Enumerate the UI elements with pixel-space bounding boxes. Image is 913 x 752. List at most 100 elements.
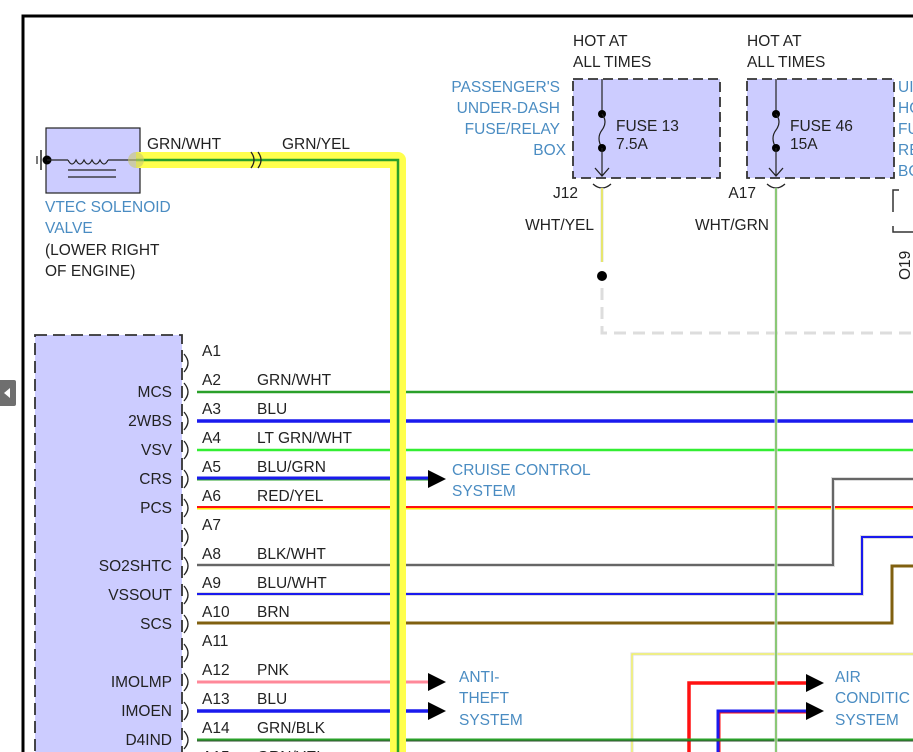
passenger-box-name-3: FUSE/RELAY (465, 121, 560, 138)
ecm-pin-row[interactable]: A1 (183, 343, 221, 373)
pin-number: A4 (202, 430, 221, 447)
underhood-box-name-3: FU (898, 121, 913, 138)
pin-wire-color: GRN/BLK (257, 720, 326, 737)
pin-cavity-icon (183, 411, 189, 431)
antitheft-line2: THEFT (459, 690, 509, 707)
arrow-antitheft-1-icon (428, 673, 446, 691)
fuse-icon (772, 113, 780, 149)
connector-o19-label: O19 (897, 251, 913, 280)
wire-a8-blk-wht[interactable] (197, 478, 913, 566)
underhood-box-name-2: HO (898, 100, 913, 117)
cruise-control-line2: SYSTEM (452, 483, 516, 500)
ecm-pin-row[interactable]: A10 BRN SCS (140, 604, 290, 634)
wire-a6-red-yel[interactable] (197, 506, 913, 510)
ecm-pin-row[interactable]: A11 (183, 633, 228, 663)
ac-line1: AIR (835, 669, 861, 686)
connector-o19[interactable] (892, 189, 913, 233)
pin-signal-name: CRS (139, 471, 172, 488)
pin-number: A12 (202, 662, 230, 679)
passenger-box-name-2: UNDER-DASH (457, 100, 560, 117)
pin-number: A1 (202, 343, 221, 360)
ecm-pin-row[interactable]: A7 (183, 517, 221, 547)
pin-wire-color: BRN (257, 604, 290, 621)
underhood-box-name-5: BO (898, 163, 913, 180)
pin-cavity-icon (183, 498, 189, 518)
pin-number: A7 (202, 517, 221, 534)
pin-number: A6 (202, 488, 221, 505)
ecm-pin-row[interactable]: A4 LT GRN/WHT VSV (141, 430, 353, 460)
ecm-pin-row[interactable]: A15GRN/YEL (184, 749, 325, 752)
pin-number: A5 (202, 459, 221, 476)
pin-cavity-icon (183, 585, 189, 605)
diagram-frame (21, 14, 913, 752)
pin-wire-color: BLU/GRN (257, 459, 326, 476)
collapse-panel-button[interactable] (0, 380, 16, 406)
pin-wire-color: RED/YEL (257, 488, 324, 505)
pin-number: A9 (202, 575, 221, 592)
pin-cavity-icon (183, 440, 189, 460)
pin-cavity-icon (183, 730, 189, 750)
wire-ac-blu-red[interactable] (716, 709, 808, 752)
wire-a14-grn-blk[interactable] (197, 738, 913, 742)
coil-icon (67, 158, 109, 165)
pin-wire-color: BLU (257, 401, 287, 418)
pin-signal-name: SCS (140, 616, 172, 633)
wire-label-wht-grn: WHT/GRN (695, 217, 769, 234)
arrow-cruise-icon (428, 470, 446, 488)
cruise-control-line1: CRUISE CONTROL (452, 462, 591, 479)
fuse13-label: FUSE 13 (616, 118, 679, 135)
fuse-46[interactable] (746, 78, 895, 179)
pin-number: A3 (202, 401, 221, 418)
fuse-icon (598, 113, 606, 149)
pin-number: A10 (202, 604, 230, 621)
terminal-j12: J12 (553, 185, 578, 202)
hot-at-line2-fuse46: ALL TIMES (747, 54, 825, 71)
wire-a9-blu-wht[interactable] (197, 536, 913, 595)
splice-point (597, 271, 607, 281)
fuse13-rating: 7.5A (616, 136, 649, 153)
pin-cavity-icon (183, 382, 189, 402)
ecm-pin-row[interactable]: A14 GRN/BLK D4IND (125, 720, 326, 750)
vtec-name-line2: VALVE (45, 220, 93, 237)
fuse46-rating: 15A (790, 136, 818, 153)
pin-wire-color: LT GRN/WHT (257, 430, 353, 447)
passenger-box-name-4: BOX (533, 142, 566, 159)
pin-wire-color: BLK/WHT (257, 546, 326, 563)
pin-signal-name: VSV (141, 442, 173, 459)
pin-wire-color: PNK (257, 662, 290, 679)
terminal-j12-icon (592, 183, 612, 189)
hot-at-line1-fuse13: HOT AT (573, 33, 628, 50)
pin-number: A2 (202, 372, 221, 389)
arrow-antitheft-2-icon (428, 702, 446, 720)
pin-cavity-icon (183, 672, 189, 692)
ecm-pin-row[interactable]: A5 BLU/GRN CRS (139, 459, 326, 489)
pin-cavity-icon (183, 469, 189, 489)
wire-label-grn-yel: GRN/YEL (282, 136, 350, 153)
fuse-13[interactable] (572, 78, 721, 179)
pin-number: A14 (202, 720, 230, 737)
wire-ac-red[interactable] (687, 681, 808, 752)
ecm-box[interactable] (34, 334, 183, 752)
wire-label-grn-wht-vtec: GRN/WHT (147, 136, 222, 153)
pin-number: A15 (202, 749, 230, 752)
pin-signal-name: MCS (138, 384, 172, 401)
pin-signal-name: D4IND (125, 732, 172, 749)
pin-cavity-icon (183, 527, 189, 547)
wire-a10-brn[interactable] (197, 564, 913, 625)
vtec-solenoid-valve[interactable] (36, 127, 141, 194)
arrow-ac-1-icon (806, 674, 824, 692)
pin-number: A13 (202, 691, 230, 708)
hot-at-line1-fuse46: HOT AT (747, 33, 802, 50)
pin-cavity-icon (183, 614, 189, 634)
antitheft-line1: ANTI- (459, 669, 499, 686)
pin-number: A8 (202, 546, 221, 563)
vtec-name-line1: VTEC SOLENOID (45, 199, 171, 216)
